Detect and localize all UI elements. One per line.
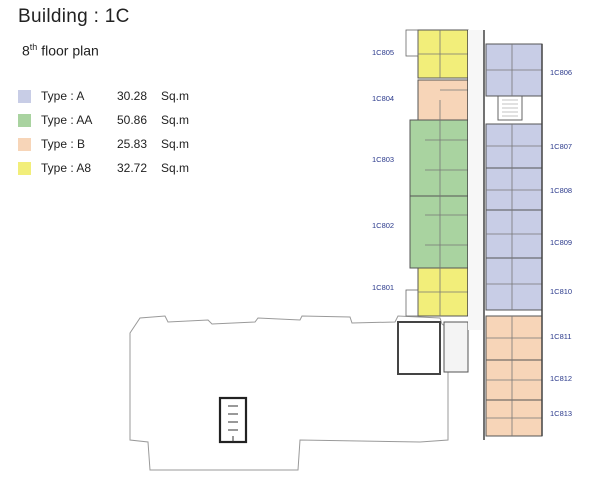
unit-label-1c802: 1C802 <box>372 221 394 230</box>
floor-ordinal-suffix: th <box>29 42 38 52</box>
legend-area-value: 30.28 <box>117 89 148 103</box>
legend-area-value: 25.83 <box>117 137 148 151</box>
unit-type-legend: Type : A 30.28 Sq.m Type : AA 50.86 Sq.m… <box>18 84 228 180</box>
legend-area-unit: Sq.m <box>161 113 190 127</box>
right-wing <box>483 30 543 440</box>
stair-treads <box>502 99 518 117</box>
unit-label-1c809: 1C809 <box>550 238 572 247</box>
stair-block <box>443 321 469 373</box>
interior-walls <box>418 30 468 316</box>
legend-swatch-type-aa <box>18 113 31 127</box>
legend-type-label: Type : A <box>41 89 85 103</box>
unit-label-1c801: 1C801 <box>372 283 394 292</box>
unit-label-1c808: 1C808 <box>550 186 572 195</box>
legend-swatch-type-a8 <box>18 161 31 175</box>
corridor <box>468 30 484 330</box>
building-title: Building : 1C <box>18 6 130 27</box>
unit-label-1c813: 1C813 <box>550 409 572 418</box>
interior-walls <box>486 44 542 436</box>
legend-row-type-a: Type : A 30.28 Sq.m <box>18 84 228 108</box>
legend-row-type-aa: Type : AA 50.86 Sq.m <box>18 108 228 132</box>
legend-row-type-b: Type : B 25.83 Sq.m <box>18 132 228 156</box>
unit-label-1c805: 1C805 <box>372 48 394 57</box>
unit-label-1c812: 1C812 <box>550 374 572 383</box>
unit-label-1c807: 1C807 <box>550 142 572 151</box>
legend-area-unit: Sq.m <box>161 137 190 151</box>
legend-type-label: Type : B <box>41 137 86 151</box>
left-wing <box>405 29 469 317</box>
balcony <box>405 289 419 317</box>
legend-type-label: Type : AA <box>41 113 93 127</box>
legend-area-value: 32.72 <box>117 161 148 175</box>
floor-subtitle: 8th floor plan <box>22 42 99 59</box>
legend-type-label: Type : A8 <box>41 161 92 175</box>
legend-area-unit: Sq.m <box>161 89 190 103</box>
podium-outline <box>129 315 449 471</box>
floor-number: 8 <box>22 42 30 59</box>
unit-label-1c810: 1C810 <box>550 287 572 296</box>
podium-stair-detail <box>228 405 238 442</box>
core-block <box>397 321 441 375</box>
floor-plan-label: floor plan <box>41 42 99 59</box>
unit-label-1c806: 1C806 <box>550 68 572 77</box>
unit-1c802-space <box>409 195 469 269</box>
unit-label-1c803: 1C803 <box>372 155 394 164</box>
right-wing-frame <box>483 30 543 440</box>
legend-swatch-type-b <box>18 137 31 151</box>
unit-1c808-space <box>485 167 543 211</box>
unit-1c804-space <box>417 79 469 121</box>
legend-area-unit: Sq.m <box>161 161 190 175</box>
unit-label-1c811: 1C811 <box>550 332 572 341</box>
unit-1c803-space <box>409 119 469 197</box>
legend-swatch-type-a <box>18 89 31 103</box>
balcony <box>405 29 419 57</box>
podium-stair <box>218 396 248 444</box>
legend-row-type-a8: Type : A8 32.72 Sq.m <box>18 156 228 180</box>
unit-label-1c804: 1C804 <box>372 94 394 103</box>
legend-area-value: 50.86 <box>117 113 148 127</box>
